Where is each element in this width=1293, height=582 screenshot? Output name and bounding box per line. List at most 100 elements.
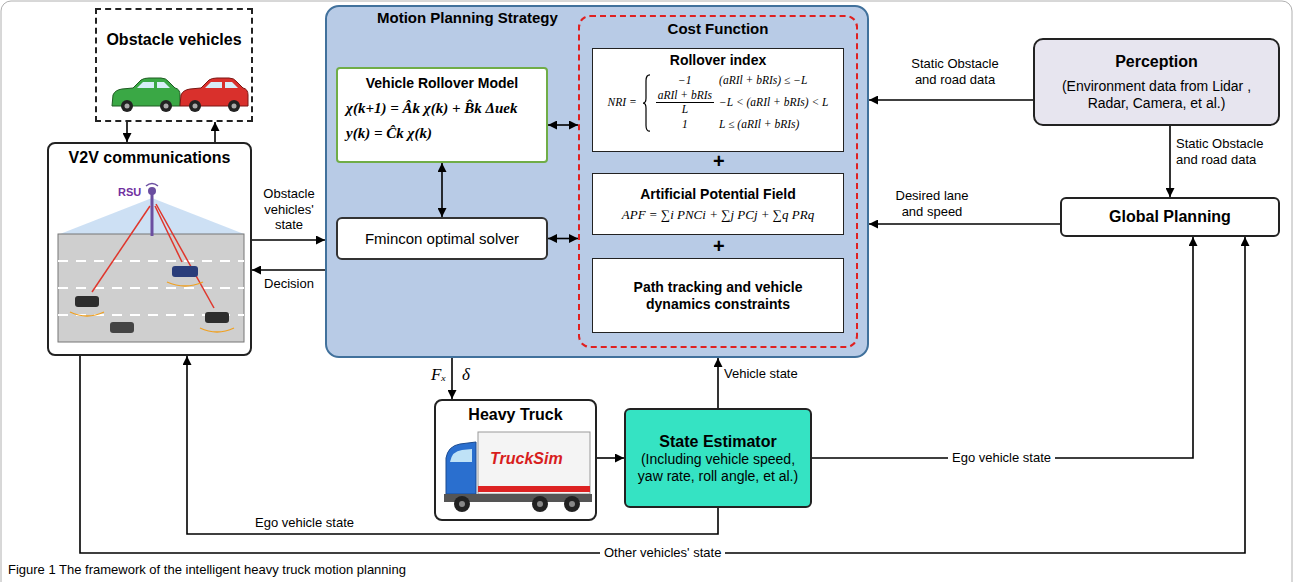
body-text: APF = ∑i PNCi + ∑j PCj + ∑q PRq [599,207,837,223]
truck-illustration [564,496,580,512]
plus-sign: + [713,151,725,171]
edge-label: Static Obstacle and road data [901,56,1009,87]
vehicle-icon [110,322,134,333]
truck-illustration [532,496,548,512]
vehicle-icon [172,266,198,277]
connector [869,223,1060,225]
car-icon [121,100,133,112]
vehicle-icon [75,266,229,333]
strategy-panel: Motion Planning StrategyVehicle Rollover… [325,5,869,358]
heading: Cost Function [584,20,852,38]
heading: Perception [1045,52,1268,71]
signal-line [92,204,214,308]
wireless-waves [70,312,104,316]
process-box: Perception (Environment data from Lidar ,… [1033,38,1280,126]
connector [451,358,453,399]
edge-label: Ego vehicle state [255,515,354,531]
module-box: V2V communications [47,142,252,356]
cost-term-box: Artificial Potential FieldAPF = ∑i PNCi … [592,173,844,235]
heading: Obstacle vehicles [103,30,245,49]
edge-label: Desired lane and speed [890,188,974,219]
connector [252,269,325,271]
formula-term: NRI = [608,96,637,110]
software-logo: TruckSim [490,449,563,468]
heading: State Estimator [634,432,802,451]
truck-illustration [444,432,592,512]
road [58,287,244,289]
plant-box: Heavy Truck [434,399,597,521]
panel-fill [326,6,868,357]
fraction-term: L [680,103,690,117]
road [58,260,244,262]
body-text: y(k) = Ĉk χ(k) [346,124,538,142]
group-box: Obstacle vehicles [95,8,253,122]
model-box: Vehicle Rollover Modelχ(k+1) = Âk χ(k) +… [336,67,548,163]
connector [126,122,128,142]
station-label: RSU [118,186,141,199]
edge-label: Vehicle state [724,366,798,382]
connector [812,237,1193,458]
brace-path [643,75,650,131]
edge-label: Ego vehicle state [948,450,1055,466]
heading: Artificial Potential Field [599,186,837,203]
car-icon [225,82,238,88]
formula-term: −1 [656,74,714,88]
heading: Path tracking and vehicle dynamics const… [601,279,835,313]
plus-sign: + [713,236,725,256]
formula-term: 1 [656,118,714,132]
edge-label: Decision [253,276,325,292]
heading: Motion Planning Strategy [377,9,867,27]
car-icon [157,82,170,88]
connector [717,358,719,408]
cost-group: Cost FunctionRollover indexaRIl + bRIsLN… [578,15,858,348]
body-text: χ(k+1) = Âk χ(k) + B̂k Δuek [346,99,538,117]
signal-line [155,206,182,262]
signal-line [92,206,150,292]
body-text: (Environment data from Lidar , Radar, Ca… [1045,78,1268,112]
car-icon [125,104,130,109]
truck-illustration [459,501,465,507]
car-icon [228,100,240,112]
car-icon [193,104,198,109]
wireless-waves [200,328,234,332]
connector [252,239,325,241]
figure-caption: Figure 1 The framework of the intelligen… [8,562,406,578]
edge-label: Obstacle vehicles' state [253,186,325,233]
formula-term: (aRIl + bRIs) ≤ −L [719,74,828,88]
edge-label: Other vehicles' state [600,545,725,561]
heading: Rollover index [599,52,837,69]
rsu-tower [151,190,154,236]
connector [597,457,624,459]
formula-term: −L < (aRIl + bRIs) < L [719,96,828,110]
cost-term-box: Rollover indexaRIl + bRIsLNRI =−1(aRIl +… [592,48,844,152]
car-icon [112,78,180,112]
brace [642,74,651,132]
estimator-box: State Estimator(Including vehicle speed,… [624,408,812,508]
car-icon [137,82,154,88]
body-text: (Including vehicle speed, yaw rate, roll… [634,451,802,485]
vehicle-icon [75,296,99,307]
wireless-waves [70,282,234,332]
piecewise-formula: aRIl + bRIsLNRI =−1(aRIl + bRIs) ≤ −L−L … [599,74,837,132]
car-icon [164,104,169,109]
connector [869,99,1033,101]
formula-term: L ≤ (aRIl + bRIs) [719,118,828,132]
connector [548,124,578,126]
road [58,234,244,342]
rsu-tower [146,184,158,187]
signal-symbol: δ [462,365,470,385]
connector [80,237,1245,553]
signal-line [156,204,214,308]
rsu-tower [148,187,156,195]
connector [548,238,578,240]
car-icon [189,100,201,112]
cost-term-box: Path tracking and vehicle dynamics const… [592,258,844,333]
truck-illustration [478,486,590,492]
wireless-waves [167,282,203,286]
truck-illustration [537,501,543,507]
heading: V2V communications [55,148,244,167]
connector [1169,126,1171,197]
truck-illustration [446,442,476,494]
